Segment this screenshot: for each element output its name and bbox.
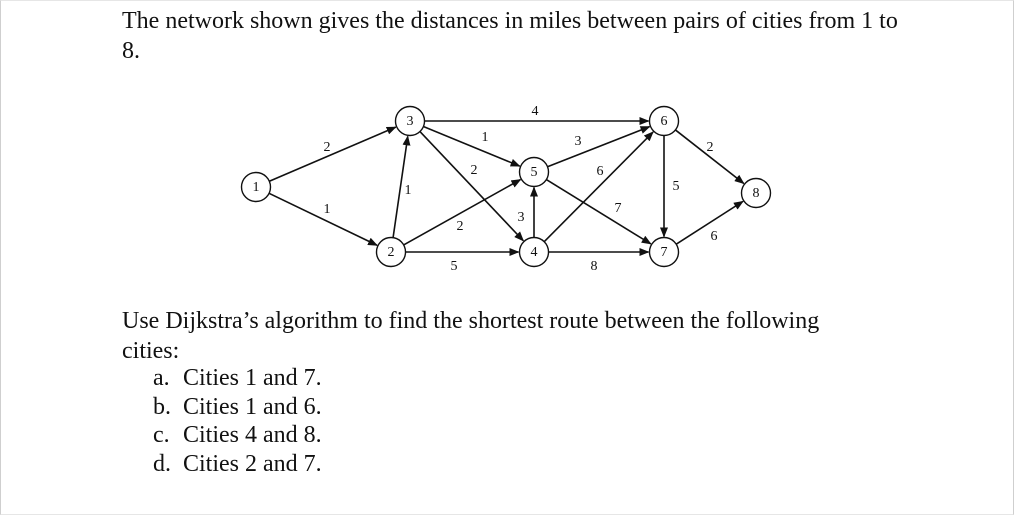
nodes-layer: 1 2 3 4 5 6 7 8: [240, 105, 772, 268]
edge-weight-2-3: 1: [405, 183, 412, 198]
node-circle: [394, 105, 426, 137]
node-1: 1: [240, 171, 272, 203]
edge-weight-6-8: 2: [707, 140, 714, 155]
node-label: 1: [253, 180, 260, 195]
edge-weight-1-3: 2: [324, 140, 331, 155]
question-parts-list: a. Cities 1 and 7. b. Cities 1 and 6. c. Ci…: [153, 364, 322, 478]
question-part-c: c. Cities 4 and 8.: [153, 421, 322, 450]
edge-weight-7-8: 6: [711, 229, 718, 244]
node-circle: [648, 236, 680, 268]
edge-6-8: [674, 129, 745, 185]
node-label: 3: [407, 114, 414, 129]
edge-2-5: [403, 178, 522, 246]
edge-weight-2-4: 5: [451, 259, 458, 274]
question-part-d: d. Cities 2 and 7.: [153, 450, 322, 479]
edge-weight-3-6: 4: [532, 104, 539, 119]
edge-3-4: [419, 130, 525, 242]
part-text: Cities 1 and 7.: [183, 365, 322, 391]
node-circle: [240, 171, 272, 203]
edge-weight-4-6: 6: [597, 164, 604, 179]
question-part-a: a. Cities 1 and 7.: [153, 364, 322, 393]
node-label: 6: [661, 114, 668, 129]
edges-layer: [268, 117, 745, 256]
edge-weight-4-5: 3: [518, 210, 525, 225]
node-circle: [740, 177, 772, 209]
edge-5-7: [545, 178, 652, 245]
node-2: 2: [375, 236, 407, 268]
edge-weights-layer: 2 1 1 4 1 2 2 5 3 3 7 6 8 5 2 6: [324, 104, 718, 274]
node-3: 3: [394, 105, 426, 137]
node-label: 4: [531, 245, 538, 260]
edge-weight-6-7: 5: [673, 179, 680, 194]
edge-5-6: [547, 125, 651, 168]
node-5: 5: [518, 156, 550, 188]
edge-7-8: [675, 200, 744, 245]
edge-3-5: [423, 125, 521, 167]
edge-4-6: [543, 131, 654, 243]
edge-weight-2-5: 2: [471, 163, 478, 178]
part-letter: a.: [153, 365, 170, 391]
node-8: 8: [740, 177, 772, 209]
edge-weight-5-7: 7: [615, 201, 622, 216]
node-label: 2: [388, 245, 395, 260]
question-part-b: b. Cities 1 and 6.: [153, 393, 322, 422]
part-letter: c.: [153, 422, 170, 448]
node-circle: [518, 236, 550, 268]
edge-weight-3-4: 2: [457, 219, 464, 234]
edge-weight-1-2: 1: [324, 202, 331, 217]
edge-weight-5-6: 3: [575, 134, 582, 149]
node-circle: [375, 236, 407, 268]
part-text: Cities 2 and 7.: [183, 450, 322, 477]
node-label: 7: [661, 245, 668, 260]
node-6: 6: [648, 105, 680, 137]
edge-weight-4-7: 8: [591, 259, 598, 274]
node-4: 4: [518, 236, 550, 268]
edge-1-2: [268, 192, 378, 246]
node-label: 5: [531, 165, 538, 180]
part-letter: d.: [153, 450, 171, 477]
node-label: 8: [753, 186, 760, 201]
edge-weight-3-5: 1: [482, 130, 489, 145]
node-7: 7: [648, 236, 680, 268]
question-paragraph: Use Dijkstra’s algorithm to find the sho…: [122, 308, 820, 364]
intro-paragraph: The network shown gives the distances in…: [122, 8, 898, 64]
node-circle: [648, 105, 680, 137]
node-circle: [518, 156, 550, 188]
part-letter: b.: [153, 393, 171, 420]
part-text: Cities 1 and 6.: [183, 393, 322, 420]
edge-2-3: [392, 135, 411, 238]
part-text: Cities 4 and 8.: [183, 422, 322, 448]
edge-1-3: [269, 126, 397, 183]
